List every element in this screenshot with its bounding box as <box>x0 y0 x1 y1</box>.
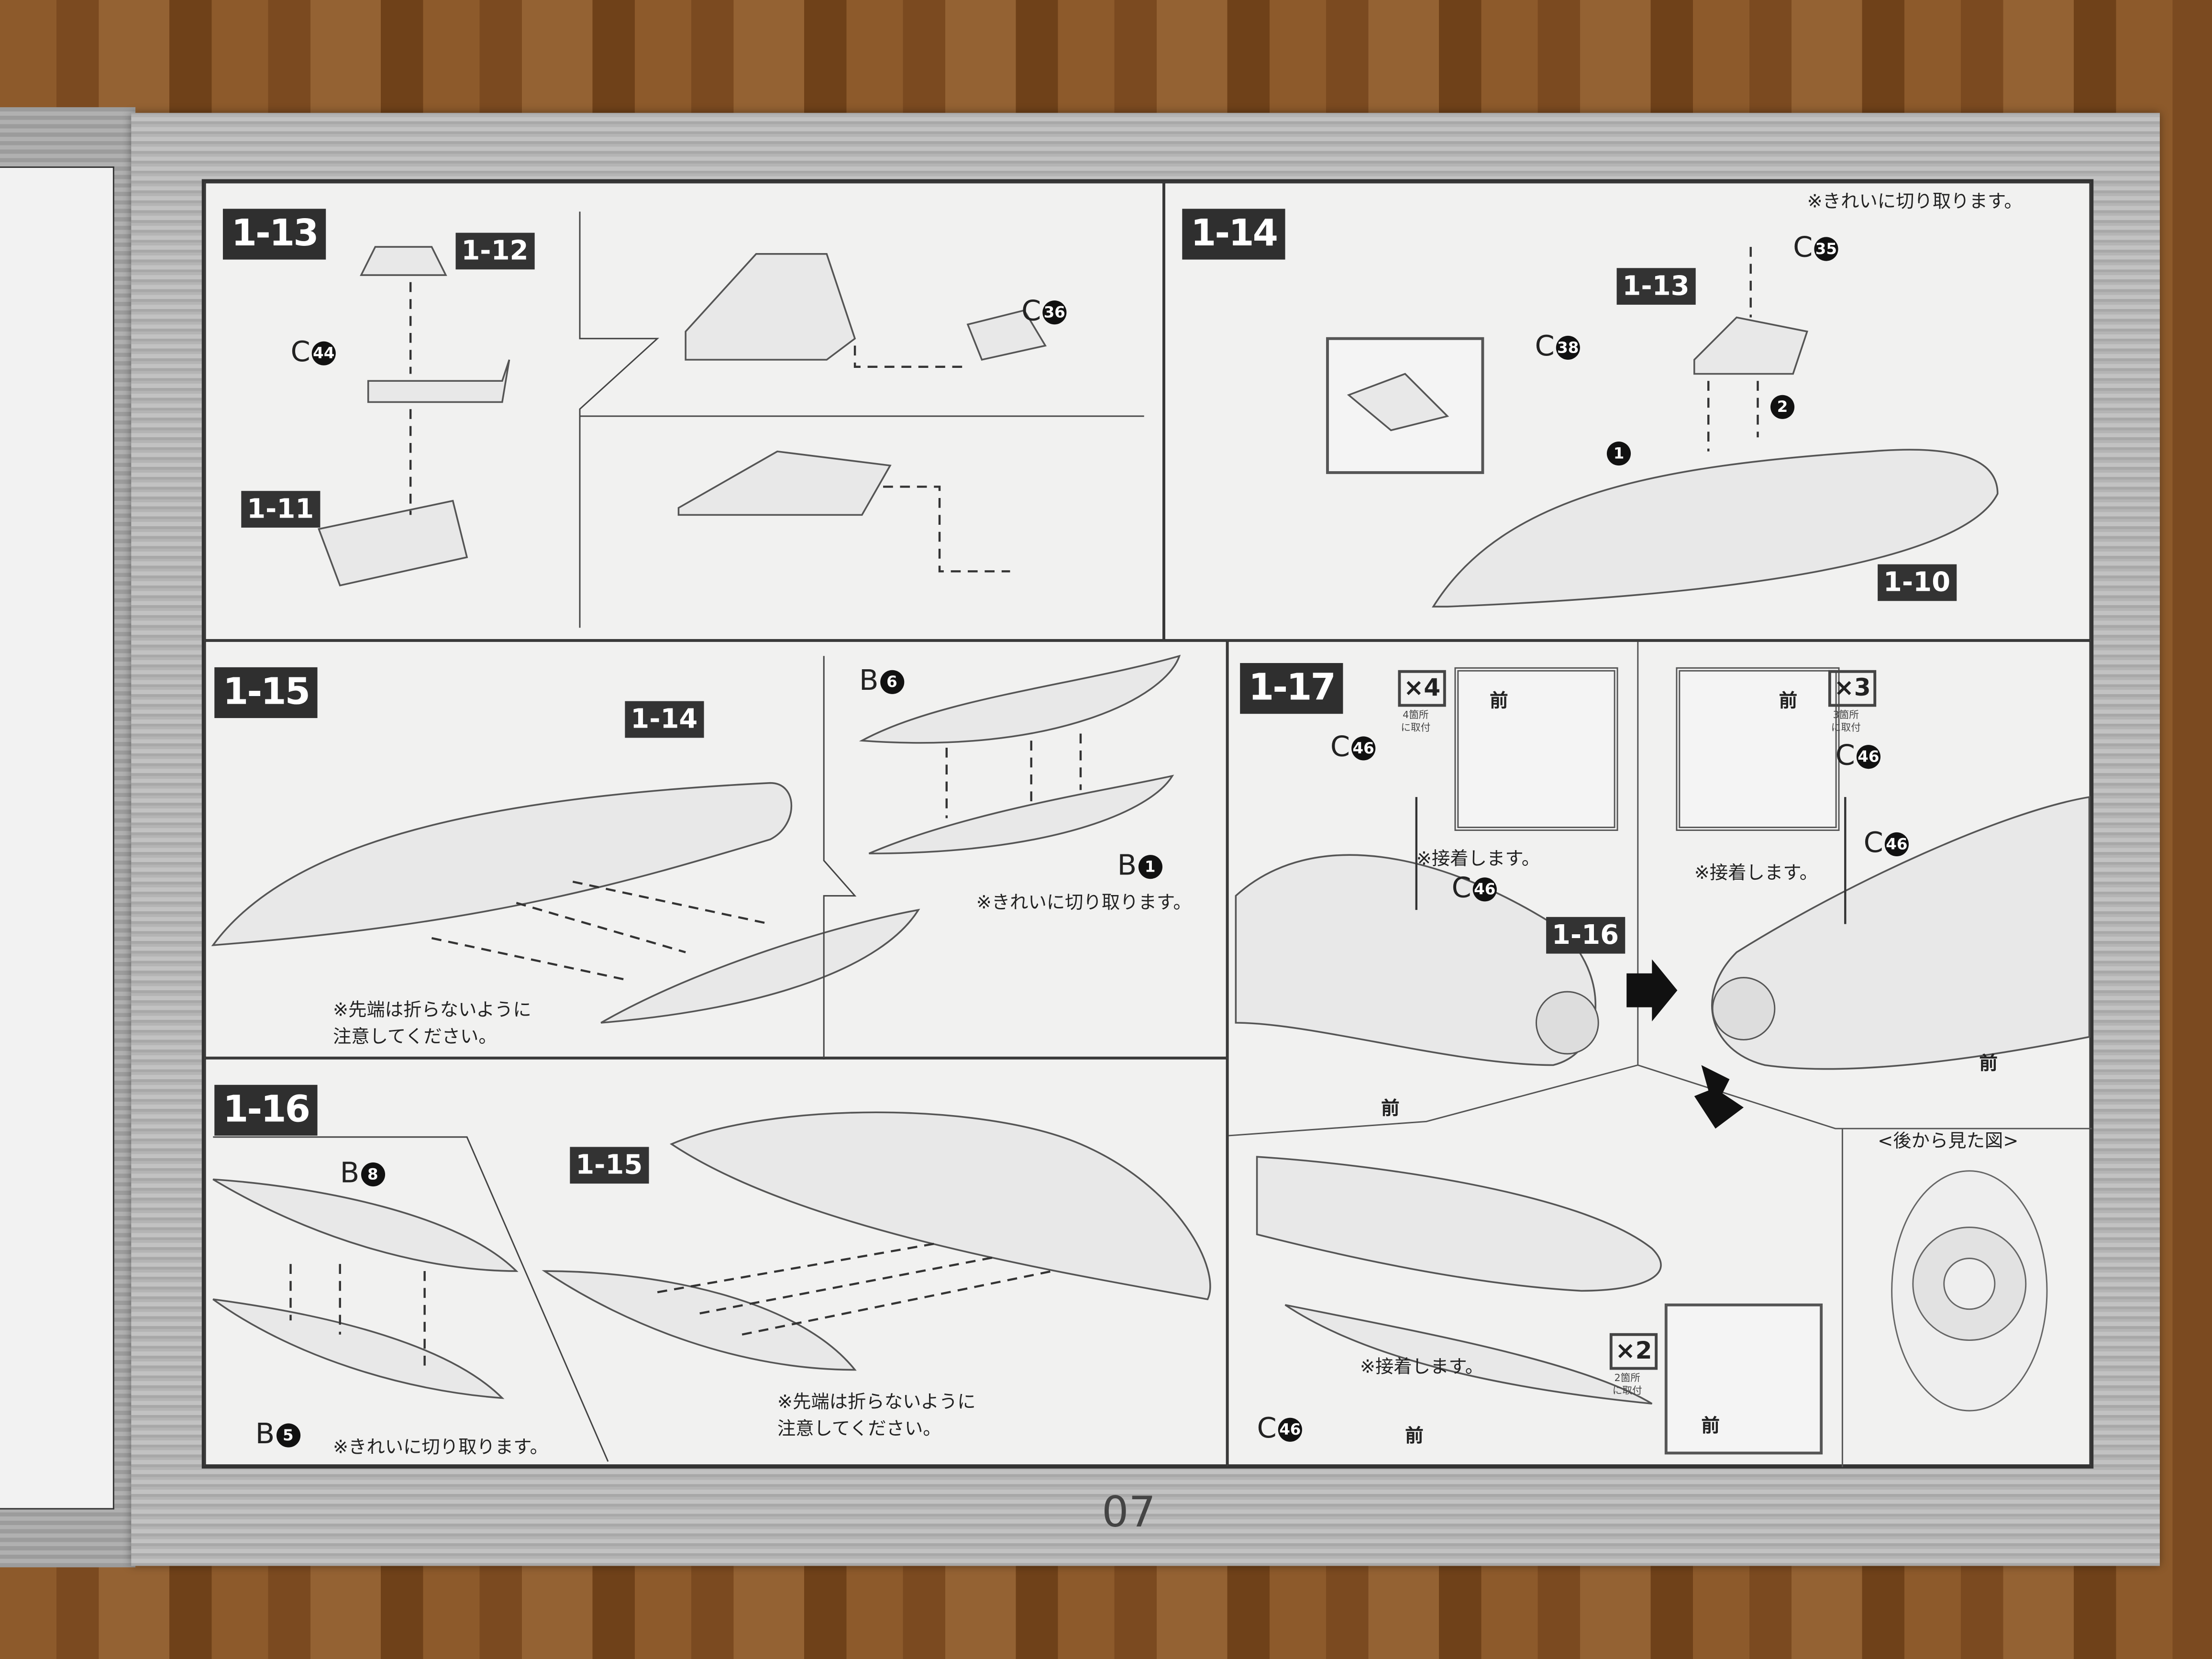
step-label: 1-17 <box>1240 663 1343 714</box>
cut-note: ※きれいに切り取ります。 <box>976 893 1192 914</box>
previous-page-edge <box>0 107 136 1568</box>
front-direction-inset: 前 <box>1454 667 1618 831</box>
cut-note: ※きれいに切り取ります。 <box>332 1438 548 1459</box>
glue-note: ※接着します。 <box>1416 849 1540 871</box>
ref-label: 1-10 <box>1878 564 1956 601</box>
rear-view-label: <後から見た図> <box>1878 1131 2019 1153</box>
step-label: 1-14 <box>1182 209 1285 260</box>
front-label: 前 <box>1701 1416 1720 1438</box>
quantity-note: 4箇所 に取付 <box>1401 709 1431 734</box>
ref-label: 1-11 <box>241 491 320 528</box>
front-label: 前 <box>1490 691 1508 713</box>
order-marker: 1 <box>1605 434 1631 468</box>
front-label: 前 <box>1779 691 1798 713</box>
quantity-badge: ×4 <box>1398 670 1446 707</box>
assembly-diagram <box>1228 641 2092 1467</box>
ref-label: 1-14 <box>625 701 704 738</box>
glue-note: ※接着します。 <box>1694 863 1818 885</box>
assembly-diagram <box>1326 247 1999 608</box>
front-label: 前 <box>1979 1053 1998 1075</box>
assembly-diagram <box>212 1111 1211 1462</box>
order-marker: 2 <box>1769 388 1795 422</box>
ref-label: 1-12 <box>455 232 534 270</box>
front-label: 前 <box>1405 1426 1424 1448</box>
assembly-diagram <box>318 211 1144 628</box>
step-label: 1-15 <box>214 667 318 719</box>
tip-note: ※先端は折らないように 注意してください。 <box>777 1392 976 1440</box>
tip-note: ※先端は折らないように 注意してください。 <box>332 1000 531 1049</box>
ref-label: 1-16 <box>1546 917 1625 954</box>
step-label: 1-16 <box>214 1084 318 1136</box>
ref-label: 1-15 <box>570 1147 649 1184</box>
quantity-badge: ×3 <box>1828 670 1877 707</box>
quantity-note: 2箇所 に取付 <box>1612 1372 1642 1397</box>
cut-note: ※きれいに切り取ります。 <box>1807 192 2023 213</box>
quantity-badge: ×2 <box>1609 1333 1658 1370</box>
assembly-diagram <box>211 654 1181 1060</box>
glue-note: ※接着します。 <box>1360 1357 1484 1379</box>
page-number: 07 <box>1102 1488 1156 1538</box>
front-label: 前 <box>1381 1099 1400 1120</box>
ref-label: 1-13 <box>1616 268 1695 305</box>
quantity-note: 3箇所 に取付 <box>1831 709 1861 734</box>
front-direction-inset: 前 <box>1676 667 1840 831</box>
step-label: 1-13 <box>222 209 326 260</box>
